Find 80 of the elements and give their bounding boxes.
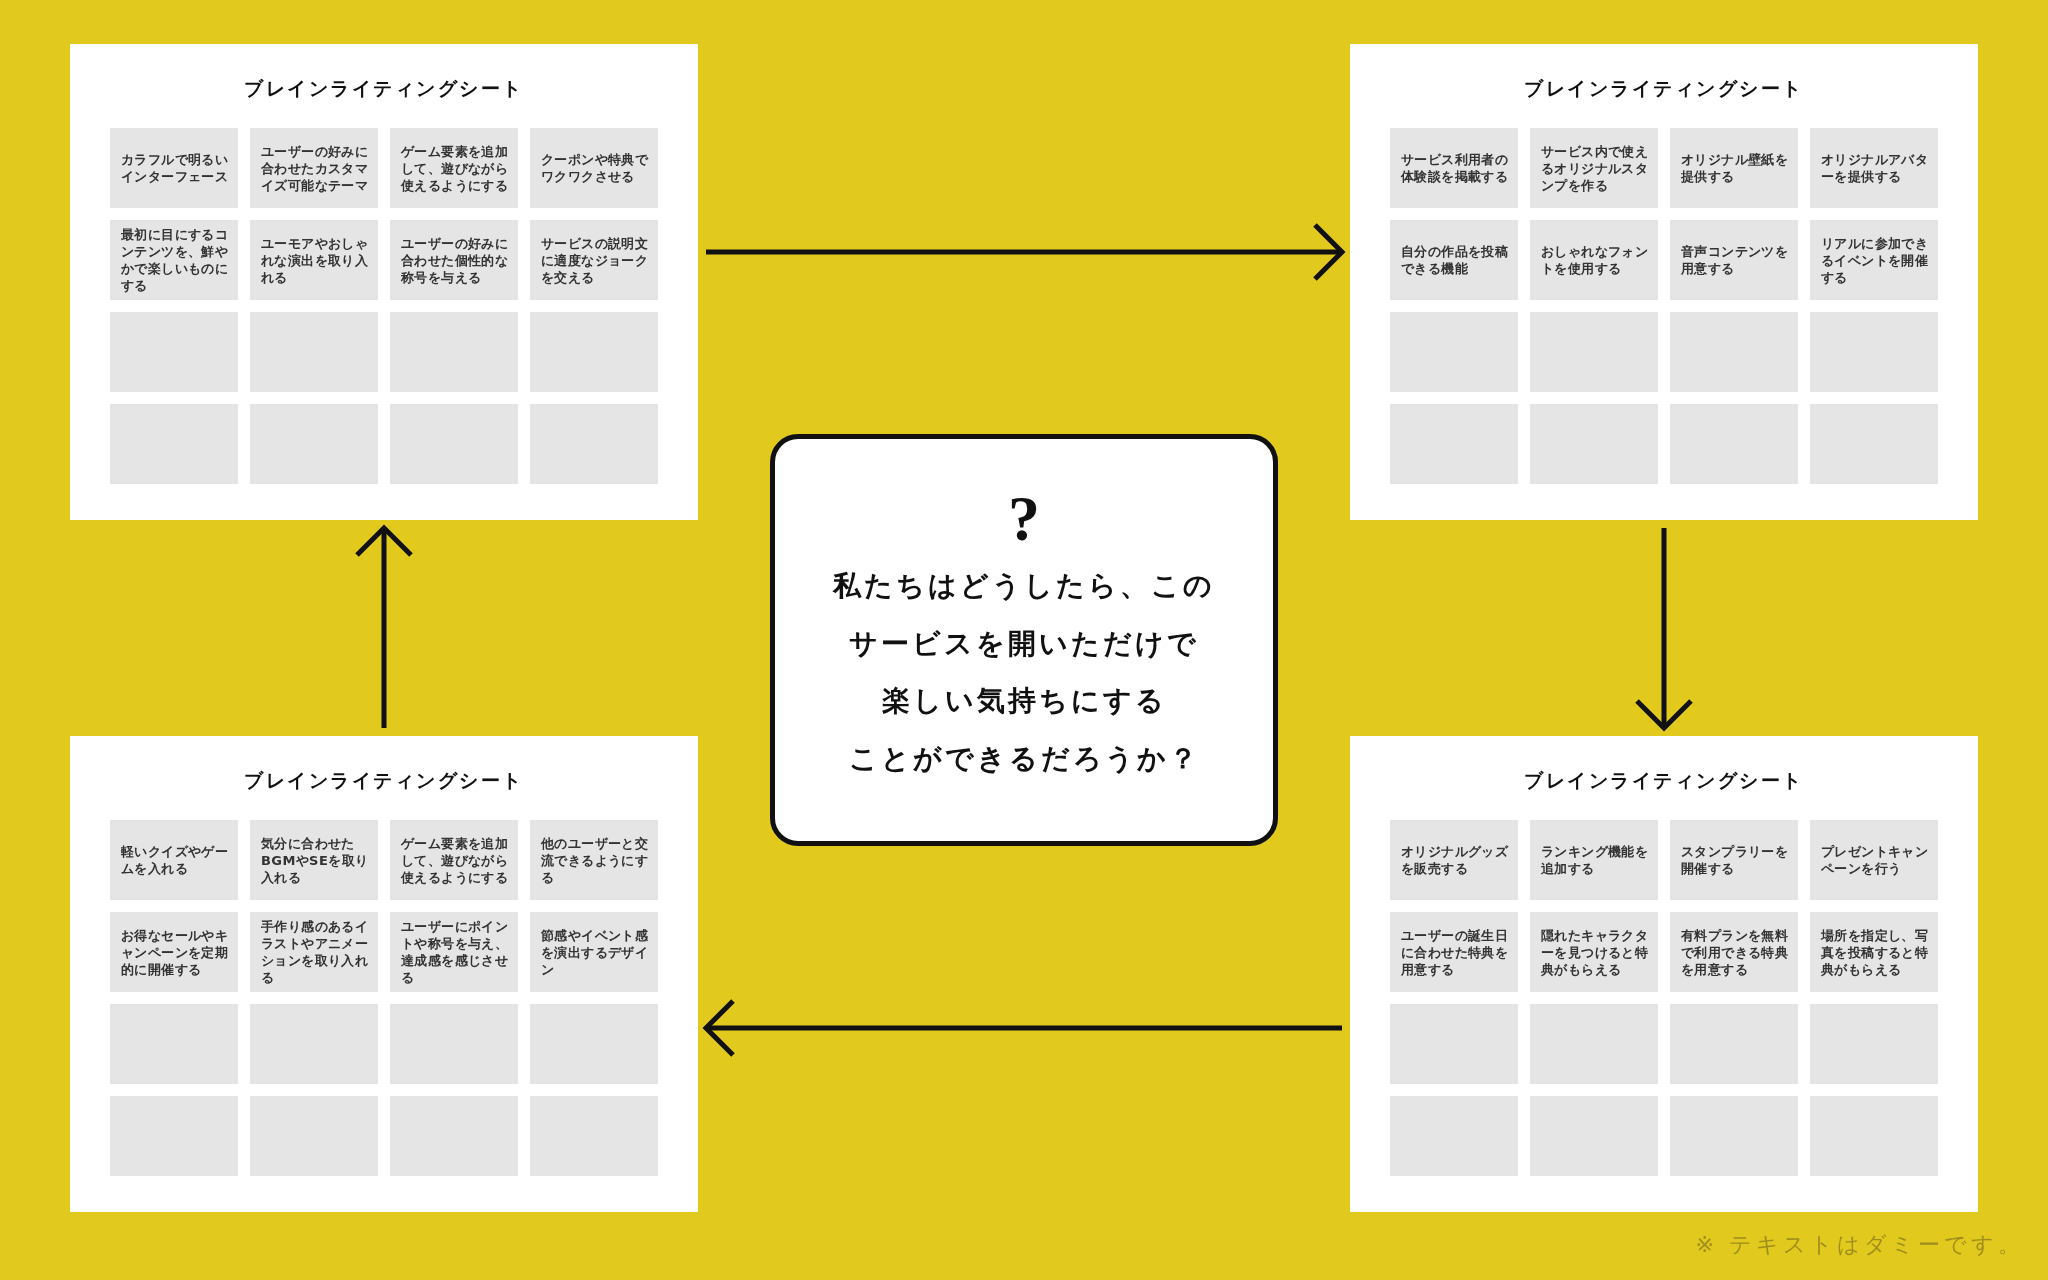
idea-note: ユーザーの好みに合わせた個性的な称号を与える [390,220,518,300]
blank-note [1670,404,1798,484]
idea-note: サービスの説明文に適度なジョークを交える [530,220,658,300]
idea-note: オリジナル壁紙を提供する [1670,128,1798,208]
blank-note [1530,404,1658,484]
question-mark: ? [1008,487,1040,551]
idea-note: 他のユーザーと交流できるようにする [530,820,658,900]
question-card [770,434,1278,846]
blank-note [1810,1004,1938,1084]
idea-note: カラフルで明るいインターフェース [110,128,238,208]
idea-note: 隠れたキャラクターを見つけると特典がもらえる [1530,912,1658,992]
blank-note [1390,1096,1518,1176]
idea-note: サービス利用者の体験談を掲載する [1390,128,1518,208]
blank-note [390,312,518,392]
question-text: 私たちはどうしたら、このサービスを開いただけで楽しい気持ちにすることができるだろうか？ [831,568,1216,778]
blank-note [250,1096,378,1176]
idea-note: おしゃれなフォントを使用する [1530,220,1658,300]
idea-note: オリジナルアバターを提供する [1810,128,1938,208]
worksheet-card [70,736,698,1212]
blank-note [1810,312,1938,392]
worksheet-card [1350,736,1978,1212]
blank-note [250,1004,378,1084]
idea-note: 気分に合わせたBGMやSEを取り入れる [250,820,378,900]
idea-note: ユーザーにポイントや称号を与え、達成感を感じさせる [390,912,518,992]
idea-note: お得なセールやキャンペーンを定期的に開催する [110,912,238,992]
footnote: ※ テキストはダミーです。 [1695,1231,2024,1259]
idea-note: ユーザーの誕生日に合わせた特典を用意する [1390,912,1518,992]
idea-note: ゲーム要素を追加して、遊びながら使えるようにする [390,820,518,900]
idea-note: クーポンや特典でワクワクさせる [530,128,658,208]
blank-note [110,1004,238,1084]
worksheet-card [1350,44,1978,520]
idea-note: 有料プランを無料で利用できる特典を用意する [1670,912,1798,992]
idea-note: 最初に目にするコンテンツを、鮮やかで楽しいものにする [110,220,238,300]
blank-note [390,1004,518,1084]
idea-note: 手作り感のあるイラストやアニメーションを取り入れる [250,912,378,992]
sheet-title: ブレインライティングシート [1524,768,1804,792]
idea-note: 節感やイベント感を演出するデザイン [530,912,658,992]
blank-note [1810,404,1938,484]
blank-note [1390,404,1518,484]
blank-note [250,404,378,484]
blank-note [1530,312,1658,392]
blank-note [390,404,518,484]
blank-note [110,404,238,484]
blank-note [110,312,238,392]
blank-note [1530,1096,1658,1176]
blank-note [1670,312,1798,392]
blank-note [110,1096,238,1176]
blank-note [1810,1096,1938,1176]
idea-note: ユーザーの好みに合わせたカスタマイズ可能なテーマ [250,128,378,208]
blank-note [1390,312,1518,392]
arrow [706,222,1345,282]
idea-note: ランキング機能を追加する [1530,820,1658,900]
blank-note [390,1096,518,1176]
idea-note: 場所を指定し、写真を投稿すると特典がもらえる [1810,912,1938,992]
sheet-title: ブレインライティングシート [244,768,524,792]
worksheet-card [70,44,698,520]
idea-note: ゲーム要素を追加して、遊びながら使えるようにする [390,128,518,208]
arrow [354,525,414,728]
blank-note [250,312,378,392]
blank-note [1530,1004,1658,1084]
blank-note [530,404,658,484]
blank-note [530,1096,658,1176]
blank-note [1390,1004,1518,1084]
idea-note: ユーモアやおしゃれな演出を取り入れる [250,220,378,300]
blank-note [1670,1004,1798,1084]
idea-note: スタンプラリーを開催する [1670,820,1798,900]
idea-note: プレゼントキャンペーンを行う [1810,820,1938,900]
blank-note [530,1004,658,1084]
idea-note: サービス内で使えるオリジナルスタンプを作る [1530,128,1658,208]
idea-note: 自分の作品を投稿できる機能 [1390,220,1518,300]
idea-note: リアルに参加できるイベントを開催する [1810,220,1938,300]
idea-note: 音声コンテンツを用意する [1670,220,1798,300]
blank-note [1670,1096,1798,1176]
blank-note [530,312,658,392]
arrow [1634,528,1694,731]
idea-note: 軽いクイズやゲームを入れる [110,820,238,900]
sheet-title: ブレインライティングシート [1524,76,1804,100]
arrow [703,998,1342,1058]
sheet-title: ブレインライティングシート [244,76,524,100]
idea-note: オリジナルグッズを販売する [1390,820,1518,900]
